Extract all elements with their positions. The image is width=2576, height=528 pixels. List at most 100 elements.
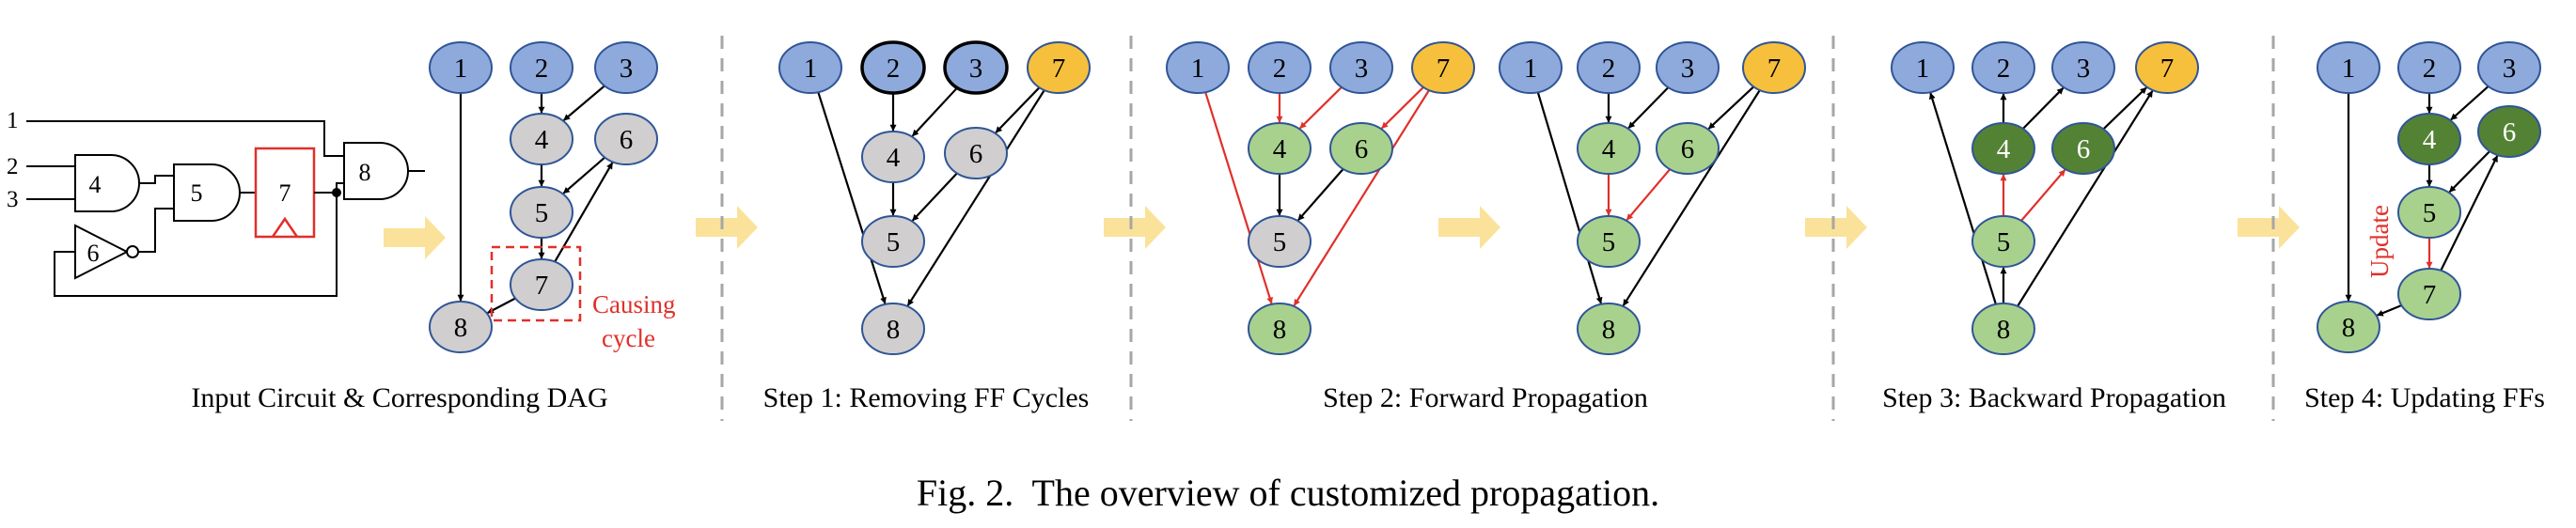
dag-node-shape — [1971, 303, 2035, 355]
dag-node-4: 4 — [510, 113, 573, 165]
dag-node-shape — [510, 113, 573, 165]
dag-node-6: 6 — [2051, 122, 2115, 175]
panel-label-input: Input Circuit & Corresponding DAG — [191, 382, 607, 413]
dag-node-shape — [1971, 122, 2035, 175]
dag-node-label: 2 — [1602, 54, 1616, 84]
and-gate-8 — [343, 142, 409, 200]
dag-node-7: 7 — [1411, 41, 1475, 94]
dag-edge-7-6 — [554, 162, 614, 263]
dag-node-6: 6 — [1656, 122, 1720, 175]
dag-edge-6-5 — [1626, 168, 1672, 221]
dag-node-4: 4 — [861, 131, 925, 183]
dag-node-shape — [1248, 41, 1312, 94]
dag-node-label: 8 — [1997, 315, 2011, 345]
dag-node-label: 3 — [969, 54, 983, 84]
dag-node-shape — [1656, 122, 1720, 175]
flipflop-clock-icon — [271, 216, 299, 238]
dag-node-label: 5 — [1273, 227, 1287, 257]
dag-node-8: 8 — [1971, 303, 2035, 355]
dag-node-shape — [944, 127, 1008, 179]
dag-node-label: 3 — [1681, 54, 1695, 84]
circuit-schematic: 1 2 3 4 5 7 6 8 — [7, 108, 425, 297]
dag-node-1: 1 — [429, 41, 493, 94]
dag-edge-3-4 — [1627, 86, 1670, 129]
dag-node-shape — [2051, 41, 2115, 94]
dag-node-3: 3 — [2477, 41, 2541, 94]
dag-node-label: 1 — [454, 54, 468, 84]
dag-node-shape — [1329, 122, 1393, 175]
dag-node-label: 7 — [2160, 54, 2175, 84]
dag-node-5: 5 — [1248, 215, 1312, 268]
dag-node-1: 1 — [1499, 41, 1563, 94]
causing-cycle-label-line2: cycle — [602, 324, 655, 352]
dag-node-label: 4 — [1602, 134, 1616, 164]
dag-node-7: 7 — [510, 258, 573, 311]
dag-node-7: 7 — [1027, 41, 1091, 94]
dag-node-5: 5 — [2397, 186, 2461, 239]
gate-6-label: 6 — [87, 240, 100, 267]
dag-node-shape — [1411, 41, 1475, 94]
dag-node-8: 8 — [1248, 303, 1312, 355]
dag-node-8: 8 — [861, 303, 925, 355]
panel-label-step2: Step 2: Forward Propagation — [1323, 382, 1648, 413]
dag-node-shape — [943, 40, 1009, 95]
dag-node-label: 8 — [1273, 315, 1287, 345]
dag-node-1: 1 — [778, 41, 842, 94]
dag-node-label: 3 — [1355, 54, 1369, 84]
dag-node-shape — [1248, 303, 1312, 355]
dag-edge-3-4 — [911, 86, 958, 137]
dag-node-label: 3 — [2503, 54, 2517, 84]
update-label: Update — [2365, 205, 2394, 278]
block-arrows — [384, 206, 2300, 259]
dag-edge-3-4 — [1299, 86, 1343, 130]
flipflop-7 — [254, 147, 316, 239]
block-arrow-4 — [1805, 206, 1867, 249]
dag-node-label: 2 — [887, 54, 901, 84]
dag-node-shape — [2397, 186, 2461, 239]
dag-node-label: 4 — [2423, 125, 2437, 155]
dag-node-shape — [1577, 215, 1641, 268]
panel-labels: Input Circuit & Corresponding DAG Step 1… — [191, 382, 2545, 413]
causing-cycle-box — [490, 245, 582, 322]
dag-node-4: 4 — [1577, 122, 1641, 175]
figure-caption: Fig. 2. The overview of customized propa… — [917, 472, 1659, 514]
dag-node-label: 7 — [1052, 54, 1066, 84]
dag-node-shape — [1577, 41, 1641, 94]
dag-edge-1-8 — [817, 91, 887, 304]
dag-node-shape — [429, 41, 493, 94]
causing-cycle-label-line1: Causing — [592, 290, 676, 318]
dag-edge-6-7 — [2102, 86, 2147, 131]
dag-node-label: 1 — [1916, 54, 1930, 84]
dag-edge-1-8 — [1536, 91, 1603, 304]
dag-node-shape — [2397, 41, 2461, 94]
circuit-input-label-2: 2 — [7, 154, 19, 179]
dag-node-shape — [1891, 41, 1955, 94]
dag-node-2: 2 — [860, 40, 926, 95]
dag-node-shape — [2051, 122, 2115, 175]
block-arrow-3 — [1438, 206, 1500, 249]
and-gate-4 — [74, 154, 140, 212]
dag-edge-7-8 — [1622, 89, 1761, 306]
dag-node-shape — [429, 301, 493, 353]
dag-node-shape — [1499, 41, 1563, 94]
dag-node-3: 3 — [1656, 41, 1720, 94]
dag-node-label: 1 — [1524, 54, 1538, 84]
wire-feedback — [54, 193, 338, 297]
dag-node-shape — [510, 258, 573, 311]
dag-node-6: 6 — [1329, 122, 1393, 175]
dag-node-8: 8 — [1577, 303, 1641, 355]
dag-node-shape — [861, 303, 925, 355]
panel-label-step4: Step 4: Updating FFs — [2304, 382, 2545, 413]
dag-node-shape — [1742, 41, 1806, 94]
dag-node-5: 5 — [1577, 215, 1641, 268]
dag-node-5: 5 — [861, 215, 925, 268]
dag-node-shape — [2477, 105, 2541, 158]
panel-label-step1: Step 1: Removing FF Cycles — [763, 382, 1090, 413]
dag-node-label: 4 — [887, 143, 901, 173]
gate-4-label: 4 — [89, 171, 102, 198]
dag-node-shape — [1577, 303, 1641, 355]
